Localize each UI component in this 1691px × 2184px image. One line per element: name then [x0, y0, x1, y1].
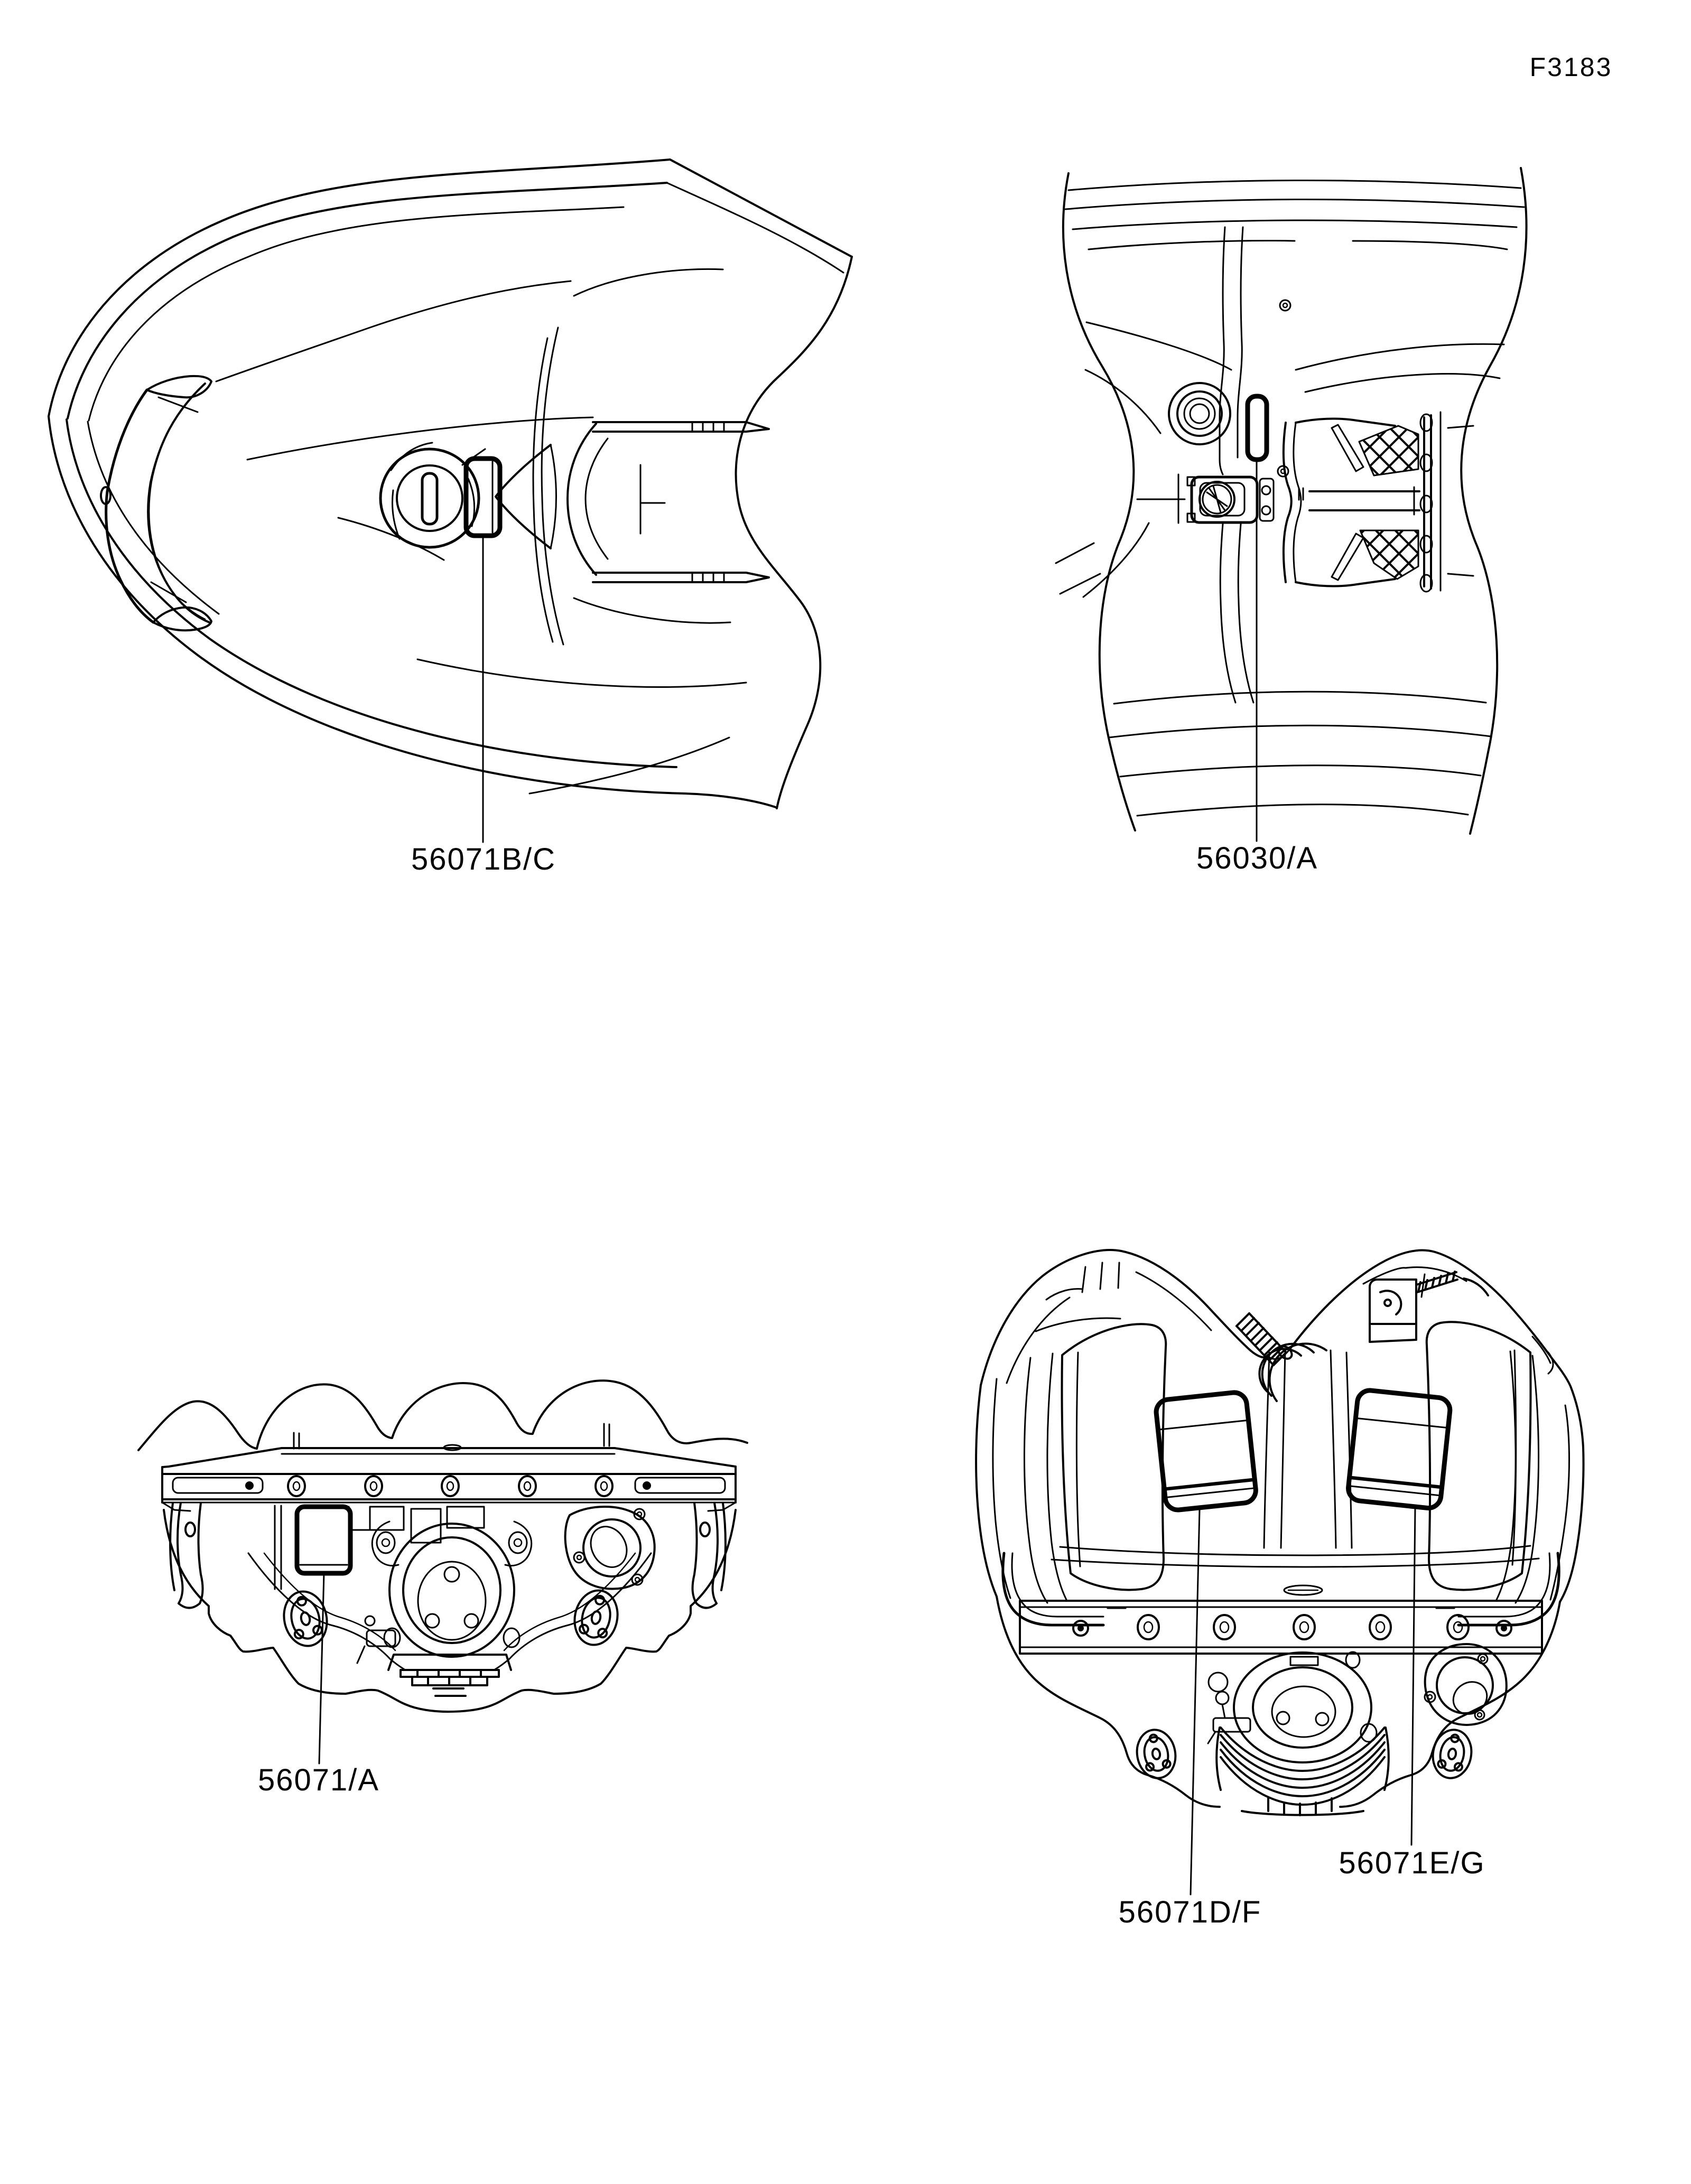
- callout-label-rear-deck: 56030/A: [1196, 841, 1318, 875]
- decal-56071DF: [1154, 1390, 1258, 1513]
- left-mount-flange: [283, 1590, 328, 1647]
- callout-line-56071DF: [1190, 1509, 1201, 1896]
- stern-bolt-bar: [1019, 1600, 1543, 1655]
- right-hanger-bracket: [691, 1502, 727, 1609]
- exhaust-outlet: [564, 1505, 656, 1590]
- figure-front-hull-top-view: [48, 158, 853, 843]
- callout-label-front-hull: 56071B/C: [411, 842, 556, 876]
- fuel-filler-cap: [379, 442, 486, 549]
- figure-code: F3183: [1529, 52, 1613, 82]
- callout-line-56071A: [318, 1572, 325, 1765]
- ride-plate-ribs: [1215, 1726, 1390, 1816]
- callout-label-stern-left: 56071D/F: [1118, 1895, 1262, 1929]
- figure-rear-deck-top-view: [1055, 167, 1528, 842]
- steering-nozzle: [387, 1654, 512, 1697]
- hood-latch: [1136, 473, 1275, 524]
- fuel-filler-rings: [1168, 382, 1231, 445]
- right-mount-flange-rear: [1432, 1729, 1473, 1779]
- figure-transom-jet-pump-rear-view: [137, 1379, 748, 1765]
- jet-pump: [348, 1506, 533, 1664]
- decal-56071EG: [1346, 1388, 1453, 1510]
- figure-stern-rear-view: [975, 1249, 1585, 1896]
- seat-latch-spring: [1235, 1312, 1327, 1402]
- right-mount-flange: [573, 1589, 619, 1646]
- callout-label-transom: 56071/A: [257, 1763, 380, 1797]
- transom-bar: [161, 1444, 737, 1512]
- exhaust-outlet-rear: [1424, 1643, 1508, 1726]
- left-mount-flange-rear: [1136, 1729, 1177, 1779]
- decal-56071A: [294, 1504, 353, 1576]
- footwell-tread-area: [1277, 299, 1474, 593]
- callout-label-stern-right: 56071E/G: [1339, 1846, 1485, 1880]
- callout-line-56071EG: [1410, 1507, 1416, 1846]
- jet-pump-rear: [1207, 1651, 1378, 1763]
- seat-lock-bracket: [1369, 1271, 1489, 1343]
- decal-56071BC: [463, 456, 503, 538]
- decal-56030A: [1245, 394, 1269, 462]
